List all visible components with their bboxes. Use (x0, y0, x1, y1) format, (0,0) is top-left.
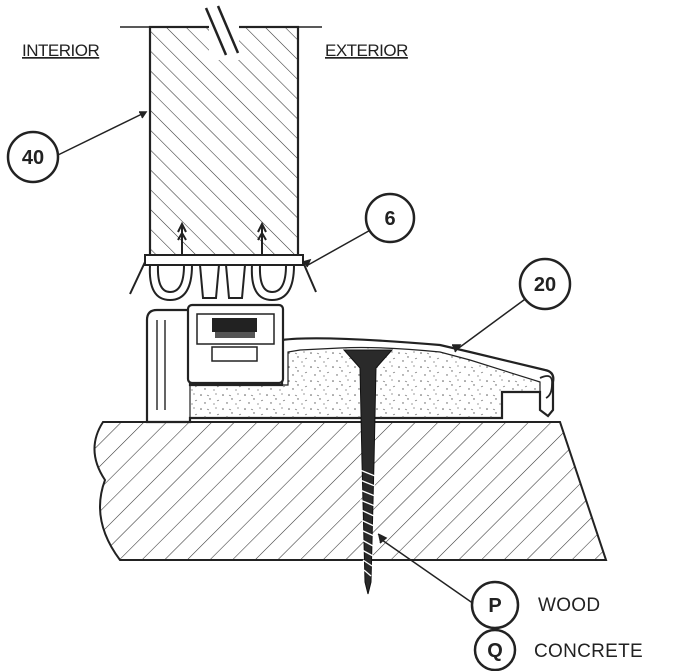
callout-20-label: 20 (534, 274, 556, 296)
callout-p: P (470, 580, 520, 630)
callout-q: Q (473, 628, 517, 671)
callout-6: 6 (364, 192, 416, 244)
floor-substrate (93, 421, 608, 561)
interior-label: INTERIOR (22, 41, 99, 60)
break-line (216, 5, 240, 54)
legend-wood: WOOD (538, 595, 600, 616)
callout-20: 20 (518, 257, 572, 311)
exterior-label: EXTERIOR (325, 41, 408, 60)
door-slab (120, 5, 322, 259)
callout-40: 40 (6, 130, 60, 184)
callout-40-label: 40 (22, 147, 44, 169)
callout-q-label: Q (487, 640, 503, 662)
callout-6-label: 6 (384, 208, 395, 230)
leader-lines (57, 111, 529, 605)
callout-p-label: P (488, 595, 501, 617)
legend-concrete: CONCRETE (534, 641, 643, 662)
door-sweep (129, 221, 317, 302)
break-line (204, 7, 228, 56)
screw-fastener (342, 349, 394, 595)
